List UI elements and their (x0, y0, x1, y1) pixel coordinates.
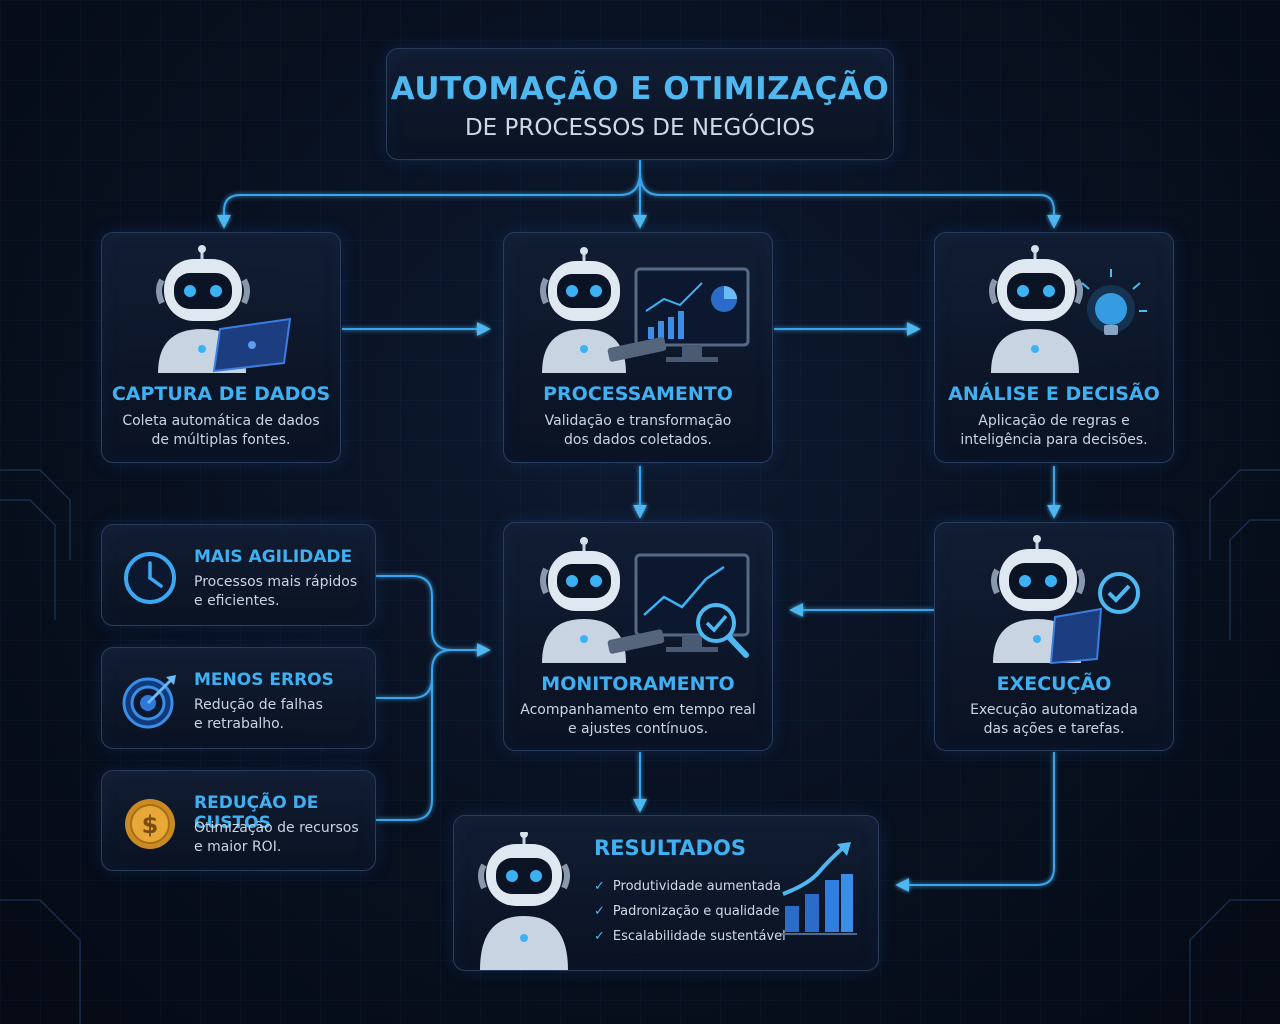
benefit-custos-card: $ REDUÇÃO DE CUSTOS Otimização de recurs… (101, 770, 376, 871)
bracket-benefits (376, 575, 453, 821)
robot-laptop-icon (156, 245, 292, 373)
results-item: ✓Produtividade aumentada (594, 879, 782, 894)
results-item: ✓Escalabilidade sustentável (594, 929, 786, 944)
arrow-execucao-to-results (895, 752, 1055, 892)
step-monitoramento-card: MONITORAMENTO Acompanhamento em tempo re… (503, 522, 773, 751)
step-captura-title: CAPTURA DE DADOS (111, 383, 331, 405)
check-icon: ✓ (594, 879, 605, 894)
results-item: ✓Padronização e qualidade (594, 904, 780, 919)
check-icon: ✓ (594, 929, 605, 944)
diagram-title: AUTOMAÇÃO E OTIMIZAÇÃO (390, 71, 890, 107)
step-monitoramento-title: MONITORAMENTO (541, 673, 735, 695)
dollar-coin-icon: $ (125, 799, 175, 849)
check-icon: ✓ (594, 904, 605, 919)
step-captura-card: CAPTURA DE DADOS Coleta automática de da… (101, 232, 341, 463)
step-analise-title: ANÁLISE E DECISÃO (948, 383, 1160, 405)
robot-lightbulb-icon (989, 245, 1147, 373)
results-card: RESULTADOS ✓Produtividade aumentada ✓Pad… (453, 815, 879, 971)
robot-tablet-check-icon (991, 535, 1140, 665)
benefit-erros-title: MENOS ERROS (194, 670, 334, 690)
diagram-subtitle: DE PROCESSOS DE NEGÓCIOS (464, 115, 816, 141)
step-processamento-title: PROCESSAMENTO (543, 383, 733, 405)
results-title: RESULTADOS (594, 836, 746, 860)
benefit-agilidade-title: MAIS AGILIDADE (194, 547, 353, 567)
robot-dashboard-icon (540, 247, 750, 373)
target-icon (122, 675, 176, 729)
clock-icon (124, 552, 176, 604)
arrow-title-to-analise (639, 171, 1061, 229)
benefit-custos-title: REDUÇÃO DE CUSTOS (194, 793, 319, 833)
arrow-title-to-captura (217, 171, 641, 229)
step-execucao-title: EXECUÇÃO (996, 673, 1112, 695)
robot-results-icon (478, 832, 570, 970)
growth-chart-icon (781, 842, 857, 935)
svg-text:$: $ (142, 811, 159, 839)
robot-monitor-magnifier-icon (540, 537, 750, 663)
title-box: AUTOMAÇÃO E OTIMIZAÇÃO DE PROCESSOS DE N… (386, 48, 894, 160)
